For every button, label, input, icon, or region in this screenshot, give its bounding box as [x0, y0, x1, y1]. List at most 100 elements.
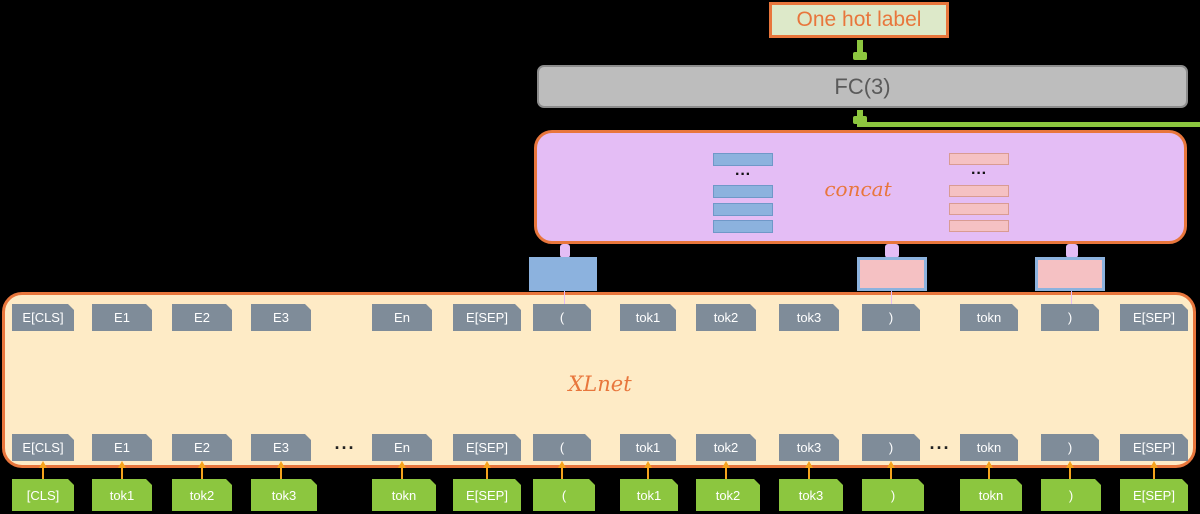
- input-token: ): [862, 479, 924, 511]
- input-token: tok1: [92, 479, 152, 511]
- input-token: (: [533, 479, 595, 511]
- input-token: E[SEP]: [453, 479, 521, 511]
- input-arrow-stem: [201, 466, 203, 480]
- input-arrow-head: [1066, 461, 1074, 468]
- input-arrow-head: [805, 461, 813, 468]
- bottom-embedding: (: [533, 434, 591, 461]
- bottom-ellipsis-left: ···: [334, 437, 356, 458]
- input-token: tokn: [960, 479, 1022, 511]
- concat-vector-blue-4: [713, 220, 773, 233]
- input-arrow-head: [1150, 461, 1158, 468]
- label-fc-connector-cap: [853, 52, 867, 60]
- projection-box-entity-2: [1035, 257, 1105, 291]
- top-embedding: En: [372, 304, 432, 331]
- concat-vector-blue-3: [713, 203, 773, 216]
- input-token: tok3: [251, 479, 317, 511]
- input-arrow-stem: [401, 466, 403, 480]
- fc-concat-connector-horizontal: [857, 122, 1200, 127]
- input-arrow-stem: [121, 466, 123, 480]
- input-arrow-head: [483, 461, 491, 468]
- fc-layer: FC(3): [537, 65, 1188, 108]
- xlnet-label: XLnet: [568, 372, 632, 396]
- line-to-proj-1: [564, 291, 565, 305]
- input-arrow-stem: [561, 466, 563, 480]
- bottom-embedding: E[SEP]: [1120, 434, 1188, 461]
- input-arrow-head: [887, 461, 895, 468]
- top-embedding: ): [1041, 304, 1099, 331]
- input-arrow-stem: [1069, 466, 1071, 480]
- concat-ellipsis-left: ···: [735, 166, 751, 183]
- bottom-embedding: ): [862, 434, 920, 461]
- input-arrow-head: [198, 461, 206, 468]
- input-arrow-head: [39, 461, 47, 468]
- concat-vector-pink-1: [949, 153, 1009, 165]
- input-arrow-head: [722, 461, 730, 468]
- input-arrow-head: [558, 461, 566, 468]
- input-arrow-head: [398, 461, 406, 468]
- concat-vector-pink-4: [949, 220, 1009, 232]
- input-arrow-stem: [647, 466, 649, 480]
- bottom-embedding: E[SEP]: [453, 434, 521, 461]
- input-arrow-stem: [890, 466, 892, 480]
- concat-ellipsis-right: ···: [971, 165, 987, 182]
- top-embedding: tok2: [696, 304, 756, 331]
- top-embedding: E[SEP]: [453, 304, 521, 331]
- top-embedding: E2: [172, 304, 232, 331]
- label-fc-connector: [857, 40, 863, 56]
- input-token: tok2: [696, 479, 760, 511]
- input-arrow-stem: [988, 466, 990, 480]
- bottom-embedding: ): [1041, 434, 1099, 461]
- input-arrow-head: [277, 461, 285, 468]
- top-embedding: E3: [251, 304, 311, 331]
- top-embedding: E1: [92, 304, 152, 331]
- input-arrow-stem: [486, 466, 488, 480]
- bottom-embedding: tok2: [696, 434, 756, 461]
- input-token: ): [1041, 479, 1101, 511]
- concat-vector-pink-3: [949, 203, 1009, 215]
- input-arrow-stem: [42, 466, 44, 480]
- input-arrow-head: [118, 461, 126, 468]
- one-hot-label-text: One hot label: [796, 8, 922, 31]
- input-arrow-stem: [280, 466, 282, 480]
- top-embedding: tok1: [620, 304, 676, 331]
- input-token: tok3: [779, 479, 843, 511]
- input-arrow-head: [644, 461, 652, 468]
- concat-vector-pink-2: [949, 185, 1009, 197]
- proj-connector-1: [560, 244, 570, 258]
- bottom-embedding: E2: [172, 434, 232, 461]
- proj-connector-3: [1066, 244, 1078, 258]
- proj-connector-2: [885, 244, 899, 258]
- top-embedding: E[SEP]: [1120, 304, 1188, 331]
- input-arrow-head: [985, 461, 993, 468]
- line-to-proj-2: [891, 291, 892, 305]
- top-embedding: tokn: [960, 304, 1018, 331]
- input-arrow-stem: [808, 466, 810, 480]
- line-to-proj-3: [1071, 291, 1072, 305]
- bottom-embedding: tok3: [779, 434, 839, 461]
- input-arrow-stem: [1153, 466, 1155, 480]
- top-embedding: E[CLS]: [12, 304, 74, 331]
- input-token: tok2: [172, 479, 232, 511]
- bottom-embedding: E1: [92, 434, 152, 461]
- concat-vector-blue-1: [713, 153, 773, 166]
- concat-label: concat: [824, 177, 892, 201]
- fc-concat-connector-cap: [853, 116, 867, 124]
- concat-vector-blue-2: [713, 185, 773, 198]
- top-embedding: (: [533, 304, 591, 331]
- concat-layer: [534, 130, 1187, 244]
- top-embedding: tok3: [779, 304, 839, 331]
- bottom-embedding: En: [372, 434, 432, 461]
- input-arrow-stem: [725, 466, 727, 480]
- input-token: [CLS]: [12, 479, 74, 511]
- input-token: tokn: [372, 479, 436, 511]
- bottom-embedding: tokn: [960, 434, 1018, 461]
- top-embedding: ): [862, 304, 920, 331]
- bottom-embedding: E3: [251, 434, 311, 461]
- bottom-ellipsis-right: ···: [929, 437, 951, 458]
- projection-box-entity-1: [857, 257, 927, 291]
- fc-layer-label: FC(3): [834, 73, 891, 99]
- input-token: tok1: [620, 479, 678, 511]
- projection-box-cls: [529, 257, 597, 291]
- bottom-embedding: tok1: [620, 434, 676, 461]
